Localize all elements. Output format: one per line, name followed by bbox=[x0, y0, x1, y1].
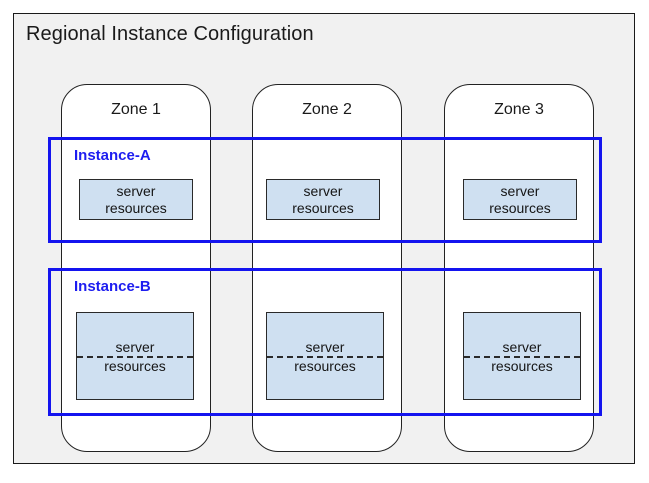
instance-label-a: Instance-A bbox=[74, 147, 151, 164]
zone-label-1: Zone 1 bbox=[111, 101, 161, 118]
resource-line-top: server bbox=[303, 183, 343, 199]
server-resources-box-a1[interactable]: server resources bbox=[79, 179, 193, 220]
split-divider-line bbox=[267, 356, 383, 358]
split-divider-line bbox=[464, 356, 580, 358]
resource-line-bottom: resources bbox=[105, 200, 167, 216]
resource-line-bottom: resources bbox=[294, 358, 356, 374]
resource-line-bottom: resources bbox=[489, 200, 551, 216]
instance-label-b: Instance-B bbox=[74, 278, 151, 295]
resource-line-top: server bbox=[116, 183, 156, 199]
server-resources-box-b1[interactable]: server resources bbox=[76, 312, 194, 400]
split-divider-line bbox=[77, 356, 193, 358]
regional-configuration-panel: Regional Instance Configuration Zone 1 Z… bbox=[13, 13, 635, 464]
server-resources-box-b2[interactable]: server resources bbox=[266, 312, 384, 400]
zone-label-2: Zone 2 bbox=[302, 101, 352, 118]
page-title: Regional Instance Configuration bbox=[26, 23, 314, 45]
resource-line-top: server bbox=[305, 339, 345, 355]
resource-line-top: server bbox=[500, 183, 540, 199]
server-resources-box-a2[interactable]: server resources bbox=[266, 179, 380, 220]
resource-line-top: server bbox=[115, 339, 155, 355]
server-resources-box-a3[interactable]: server resources bbox=[463, 179, 577, 220]
resource-line-bottom: resources bbox=[104, 358, 166, 374]
instance-band-b[interactable]: Instance-B bbox=[48, 268, 602, 416]
zone-label-3: Zone 3 bbox=[494, 101, 544, 118]
resource-line-bottom: resources bbox=[292, 200, 354, 216]
instance-band-a[interactable]: Instance-A bbox=[48, 137, 602, 243]
resource-line-bottom: resources bbox=[491, 358, 553, 374]
server-resources-box-b3[interactable]: server resources bbox=[463, 312, 581, 400]
resource-line-top: server bbox=[502, 339, 542, 355]
